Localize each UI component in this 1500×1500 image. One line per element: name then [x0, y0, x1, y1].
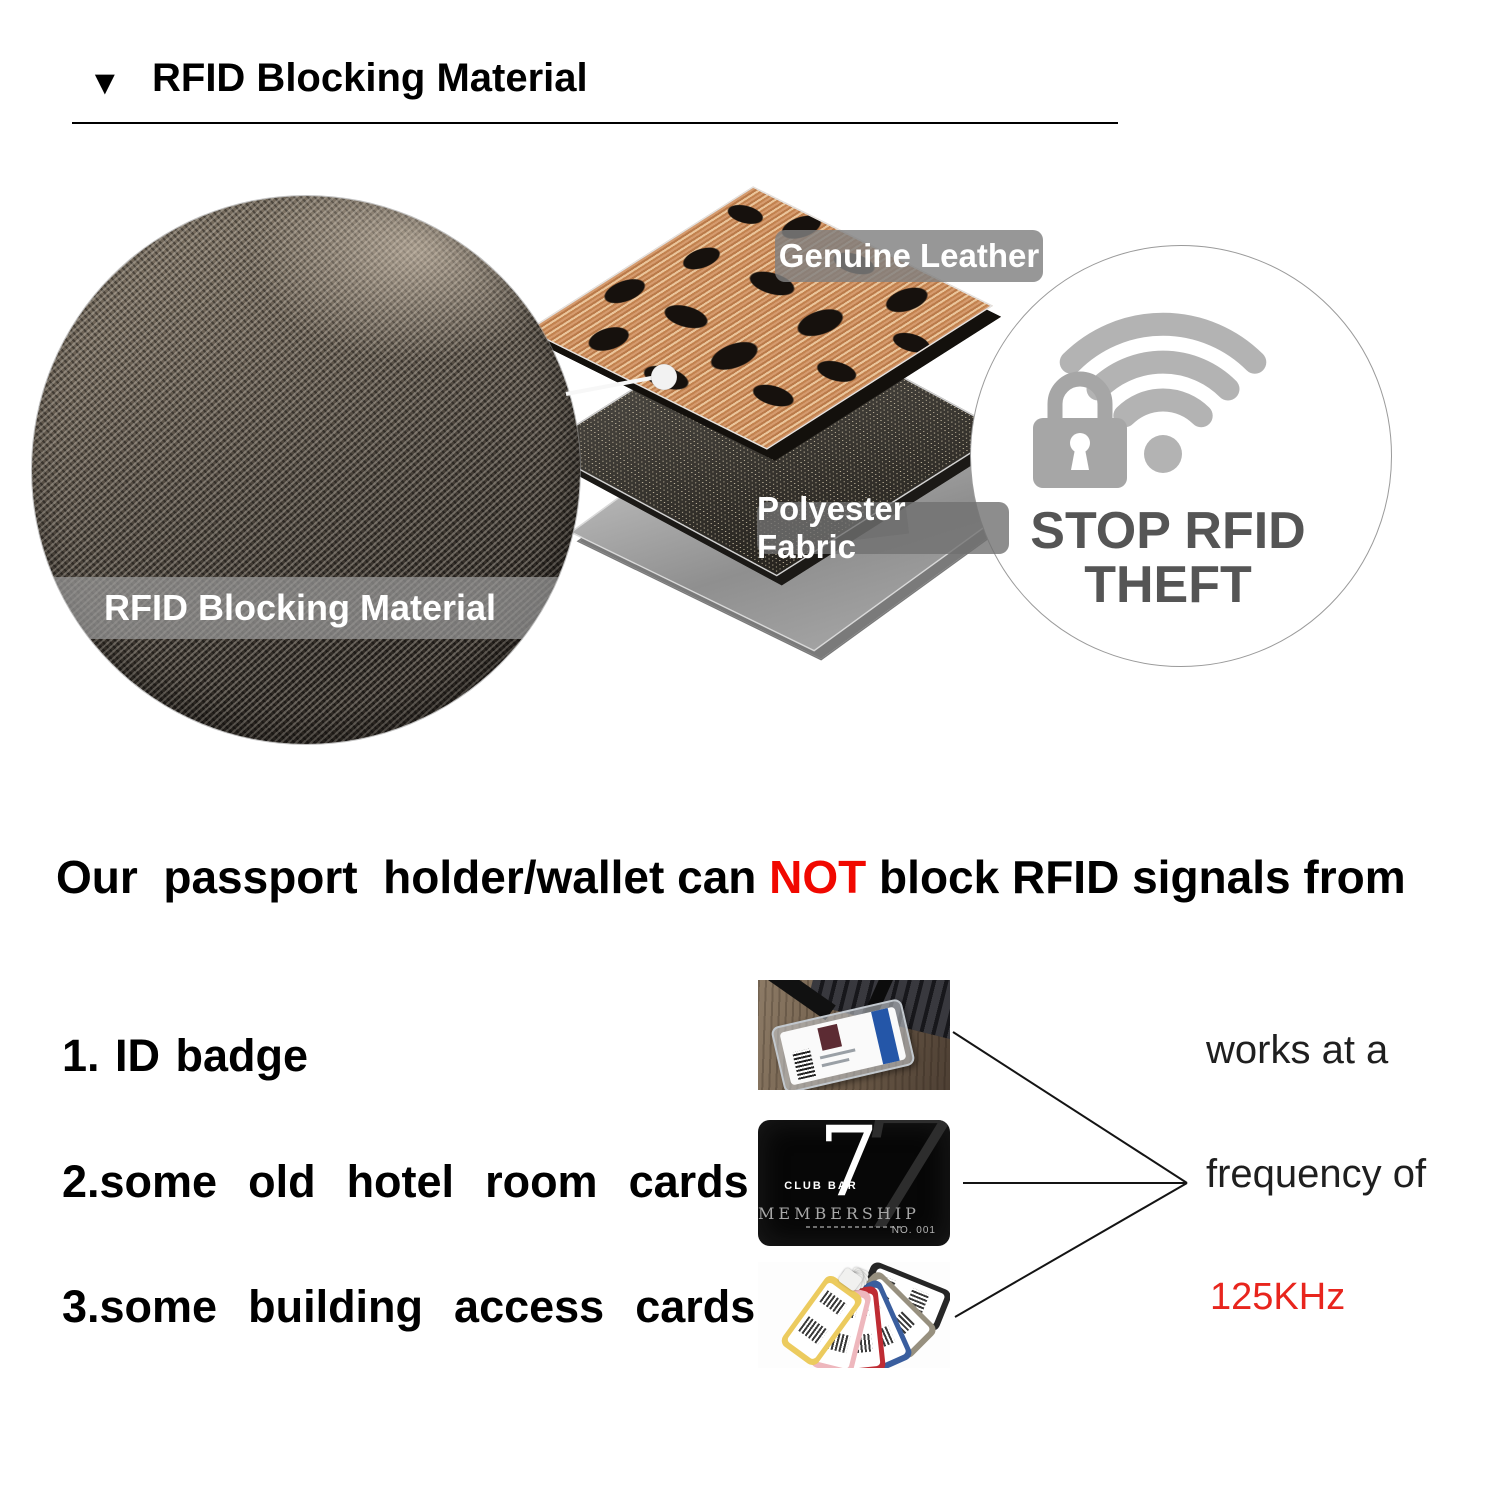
material-banner-label: RFID Blocking Material: [104, 587, 497, 628]
polyester-fabric-label: Polyester Fabric: [757, 490, 1009, 565]
statement-suffix: block RFID signals from: [866, 851, 1406, 903]
card-ghost-digit: 7: [852, 1120, 950, 1246]
id-card: [779, 1006, 907, 1086]
id-badge-photo: [758, 980, 950, 1090]
line-id-badge: [952, 1031, 1188, 1184]
stop-rfid-theft-badge: STOP RFID THEFT: [970, 245, 1392, 667]
wifi-signal-with-padlock-icon: [1033, 312, 1267, 488]
stop-rfid-line2: THEFT: [1084, 556, 1252, 614]
frequency-note-line2: frequency of: [1206, 1152, 1427, 1196]
header-divider: [72, 122, 1118, 124]
card-club-name: CLUB BAR: [784, 1180, 858, 1192]
id-card-textline: [821, 1057, 850, 1068]
id-card-stripe: [871, 1007, 900, 1065]
material-banner: RFID Blocking Material: [32, 577, 580, 639]
list-item-id-badge: 1. ID badge: [62, 1030, 309, 1081]
statement-prefix: Our passport holder/wallet can: [56, 851, 770, 903]
id-card-barcode: [792, 1048, 817, 1080]
access-cards-photo: [758, 1262, 950, 1368]
list-item-access-cards: 3.some building access cards: [62, 1281, 756, 1332]
card-subline: [806, 1226, 902, 1228]
statement-highlight: NOT: [769, 851, 867, 903]
page-title: RFID Blocking Material: [152, 56, 588, 100]
stop-rfid-line1: STOP RFID: [1030, 502, 1306, 560]
rfid-material-closeup-photo: RFID Blocking Material: [32, 196, 580, 744]
section-marker-icon: ▼: [88, 64, 122, 102]
card-membership-text: MEMBERSHIP: [758, 1204, 920, 1223]
frequency-note-line1: works at a: [1206, 1028, 1389, 1072]
id-card-portrait: [817, 1023, 843, 1051]
statement: Our passport holder/wallet can NOT block…: [56, 850, 1476, 904]
card-number: NO. 001: [891, 1225, 936, 1236]
stop-rfid-text: STOP RFID THEFT: [971, 504, 1365, 612]
badge-holder: [770, 997, 916, 1090]
list-item-hotel-cards: 2.some old hotel room cards: [62, 1156, 749, 1207]
card-big-digit: 7: [818, 1120, 880, 1218]
genuine-leather-label: Genuine Leather: [775, 230, 1043, 282]
line-access-card: [954, 1182, 1188, 1318]
hotel-membership-card-photo: 7 7 CLUB BAR MEMBERSHIP NO. 001: [758, 1120, 950, 1246]
frequency-value: 125KHz: [1210, 1276, 1346, 1318]
